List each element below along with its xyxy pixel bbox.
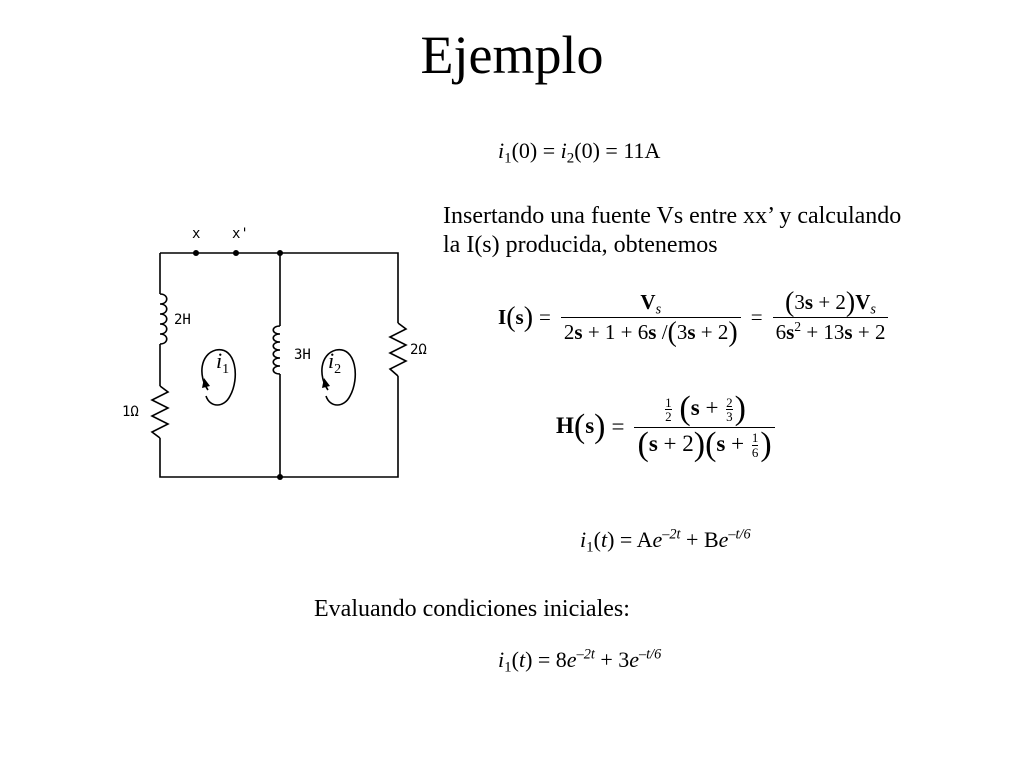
loop-arrow-i2 bbox=[321, 349, 357, 406]
eval-text: Evaluando condiciones iniciales: bbox=[314, 596, 630, 622]
label-current-i2: i2 bbox=[328, 348, 341, 377]
I-eq1: = bbox=[539, 305, 551, 330]
I-fraction-2: (3s + 2)Vs 6s2 + 13s + 2 bbox=[772, 289, 889, 345]
label-node-xp: x' bbox=[232, 226, 249, 242]
node-top-junction bbox=[277, 250, 283, 256]
H-eq: = bbox=[611, 414, 625, 440]
ic-mid: (0) = bbox=[511, 138, 561, 163]
label-current-i1: i1 bbox=[216, 348, 229, 377]
initial-condition: i1(0) = i2(0) = 11A bbox=[498, 138, 661, 167]
insert-text-line2: la I(s) producida, obtenemos bbox=[443, 231, 718, 258]
label-resistor-left: 1Ω bbox=[122, 404, 139, 420]
ic-rest: (0) = 11A bbox=[574, 138, 661, 163]
inductor-left-coil bbox=[159, 293, 168, 345]
wire-bottom bbox=[159, 376, 399, 478]
equation-I-s: I(s) = Vs 2s + 1 + 6s /(3s + 2) = (3s + … bbox=[498, 289, 892, 347]
I-lhs: I(s) bbox=[498, 302, 534, 334]
slide-title: Ejemplo bbox=[420, 25, 604, 85]
loop-arrow-i1 bbox=[201, 349, 237, 406]
node-bottom-junction bbox=[277, 474, 283, 480]
ic-var2: i bbox=[560, 138, 567, 163]
resistor-right-zigzag bbox=[388, 322, 408, 377]
insert-text: Insertando una fuente Vs entre xx’ y cal… bbox=[443, 202, 901, 260]
node-x-dot bbox=[193, 250, 199, 256]
I-fraction-1: Vs 2s + 1 + 6s /(3s + 2) bbox=[560, 290, 741, 347]
ic-sub2: 2 bbox=[566, 150, 575, 167]
label-inductor-left: 2H bbox=[174, 312, 191, 328]
node-xp-dot bbox=[233, 250, 239, 256]
label-inductor-mid: 3H bbox=[294, 347, 311, 363]
label-node-x: x bbox=[192, 226, 200, 242]
circuit-diagram: x x' 2H 3H 1Ω 2Ω i1 i2 bbox=[122, 226, 427, 480]
arrowhead-i2 bbox=[322, 378, 330, 388]
arrowhead-i1 bbox=[202, 378, 210, 388]
insert-text-line1: Insertando una fuente Vs entre xx’ y cal… bbox=[443, 203, 902, 229]
resistor-left-zigzag bbox=[150, 385, 170, 439]
ic-var1: i bbox=[498, 138, 505, 163]
I-eq2: = bbox=[750, 305, 763, 330]
H-lhs: H(s) bbox=[556, 407, 606, 445]
ic-sub1: 1 bbox=[504, 150, 512, 167]
inductor-mid-coil bbox=[272, 325, 281, 375]
label-resistor-right: 2Ω bbox=[410, 342, 427, 358]
wire-top-right bbox=[160, 252, 399, 323]
equation-i1-solution: i1(t) = 8e–2t + 3e–t/6 bbox=[498, 646, 662, 676]
equation-i1-general: i1(t) = Ae–2t + Be–t/6 bbox=[580, 526, 751, 556]
